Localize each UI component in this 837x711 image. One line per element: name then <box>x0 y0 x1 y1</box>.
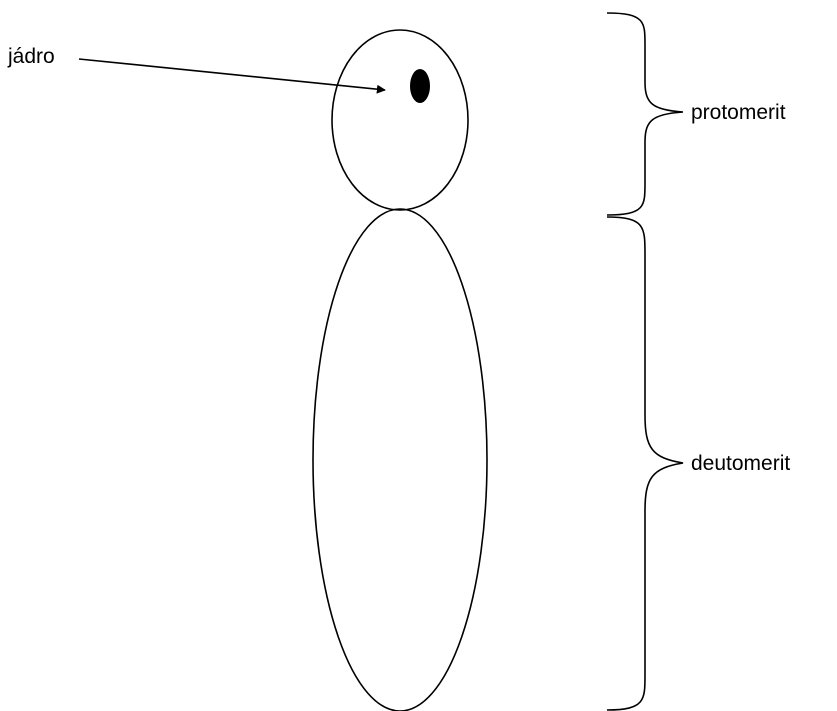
nucleus-label: jádro <box>7 45 55 68</box>
protomerite-shape <box>331 29 469 211</box>
protomerite-label: protomerit <box>691 101 786 124</box>
protomerite-brace <box>606 12 684 216</box>
deutomerite-brace <box>606 216 684 711</box>
nucleus-pointer-arrow <box>78 58 386 94</box>
deutomerite-shape <box>312 208 488 711</box>
nucleus-shape <box>410 69 430 103</box>
deutomerite-label: deutomerit <box>691 452 790 475</box>
